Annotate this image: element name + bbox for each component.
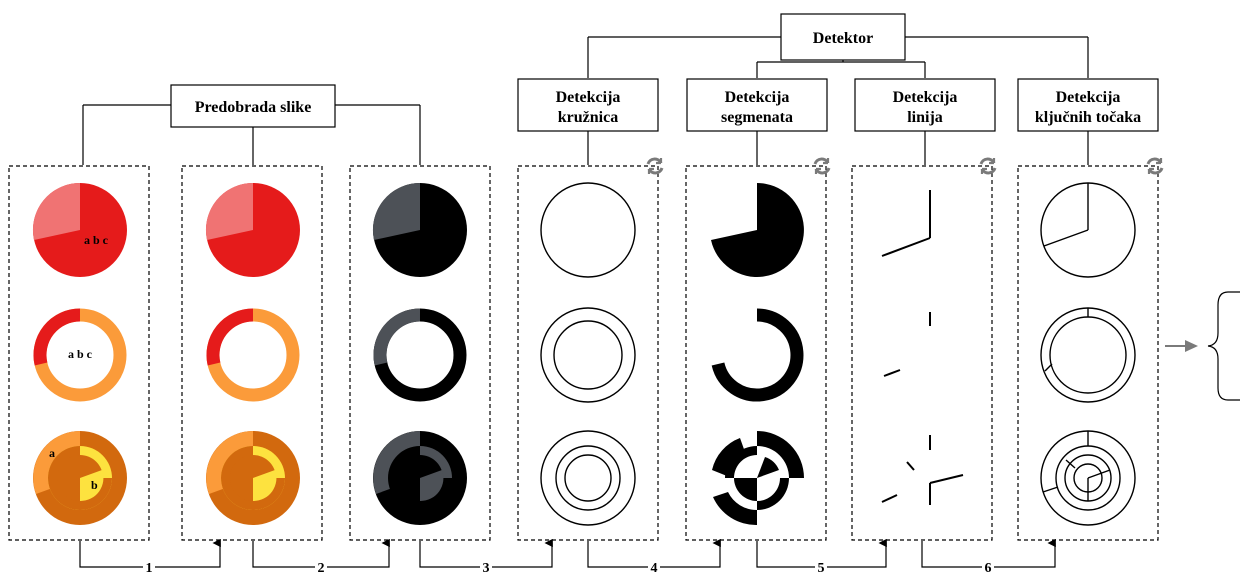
det-lines-line1: Detekcija bbox=[893, 89, 958, 106]
col3-ring bbox=[373, 308, 467, 402]
arrow-right-icon bbox=[1165, 340, 1198, 352]
detection-lines-box: Detekcija linija bbox=[854, 78, 996, 132]
detection-circles-box: Detekcija kružnica bbox=[517, 78, 659, 132]
step-labels: 1 2 3 4 5 6 bbox=[143, 560, 994, 572]
refresh-icons bbox=[646, 157, 1164, 175]
left-brace bbox=[1207, 291, 1240, 401]
step-label-2: 2 bbox=[318, 561, 325, 572]
col4-circles bbox=[540, 182, 636, 526]
panel-4 bbox=[517, 165, 659, 541]
det-circles-line1: Detekcija bbox=[556, 89, 621, 106]
preprocessing-tree bbox=[82, 104, 421, 165]
col3-pie bbox=[372, 182, 467, 277]
col2-nested bbox=[206, 431, 300, 525]
step-label-1: 1 bbox=[146, 561, 153, 572]
label-b: b bbox=[91, 478, 98, 492]
step-label-4: 4 bbox=[651, 561, 658, 572]
panel-7 bbox=[1017, 165, 1159, 541]
panels bbox=[8, 165, 1159, 541]
output bbox=[1165, 291, 1240, 401]
det-circles-line2: kružnica bbox=[558, 109, 618, 126]
refresh-icon bbox=[813, 157, 831, 175]
detector-connectors bbox=[587, 131, 1089, 165]
step-label-3: 3 bbox=[483, 561, 490, 572]
col1-ring: a b c bbox=[33, 308, 127, 402]
panel-5 bbox=[685, 165, 827, 541]
det-segments-line2: segmenata bbox=[721, 109, 793, 126]
panel-1 bbox=[8, 165, 150, 541]
col5-segments bbox=[711, 183, 804, 526]
step-connectors bbox=[79, 538, 1056, 568]
det-keypoints-line2: ključnih točaka bbox=[1035, 109, 1141, 126]
detection-keypoints-box: Detekcija ključnih točaka bbox=[1017, 78, 1159, 132]
panel-6 bbox=[851, 165, 993, 541]
col6-lines bbox=[881, 190, 964, 505]
preprocessing-title: Predobrada slike bbox=[195, 99, 312, 116]
preprocessing-box: Predobrada slike bbox=[170, 84, 336, 128]
refresh-icon bbox=[979, 157, 997, 175]
detector-box: Detektor bbox=[780, 13, 906, 61]
panel-3 bbox=[349, 165, 491, 541]
col3-nested bbox=[373, 431, 467, 525]
det-segments-line1: Detekcija bbox=[725, 89, 790, 106]
col1-pie: a b c bbox=[32, 182, 127, 277]
col2-pie bbox=[205, 182, 300, 277]
det-keypoints-line1: Detekcija bbox=[1056, 89, 1121, 106]
col7-keypoints bbox=[1040, 182, 1136, 526]
label-a: a bbox=[49, 446, 55, 460]
col1-nested: a b bbox=[33, 431, 127, 525]
refresh-icon bbox=[1146, 157, 1164, 175]
detector-title: Detektor bbox=[813, 30, 873, 47]
col2-ring bbox=[206, 308, 300, 402]
refresh-icon bbox=[646, 157, 664, 175]
detector-tree bbox=[587, 36, 1089, 78]
panel-2 bbox=[181, 165, 323, 541]
ring-label-abc: a b c bbox=[68, 347, 93, 361]
pie-label-abc: a b c bbox=[84, 233, 109, 247]
detection-segments-box: Detekcija segmenata bbox=[686, 78, 828, 132]
det-lines-line2: linija bbox=[907, 109, 943, 126]
step-label-5: 5 bbox=[818, 561, 825, 572]
step-label-6: 6 bbox=[985, 561, 992, 572]
